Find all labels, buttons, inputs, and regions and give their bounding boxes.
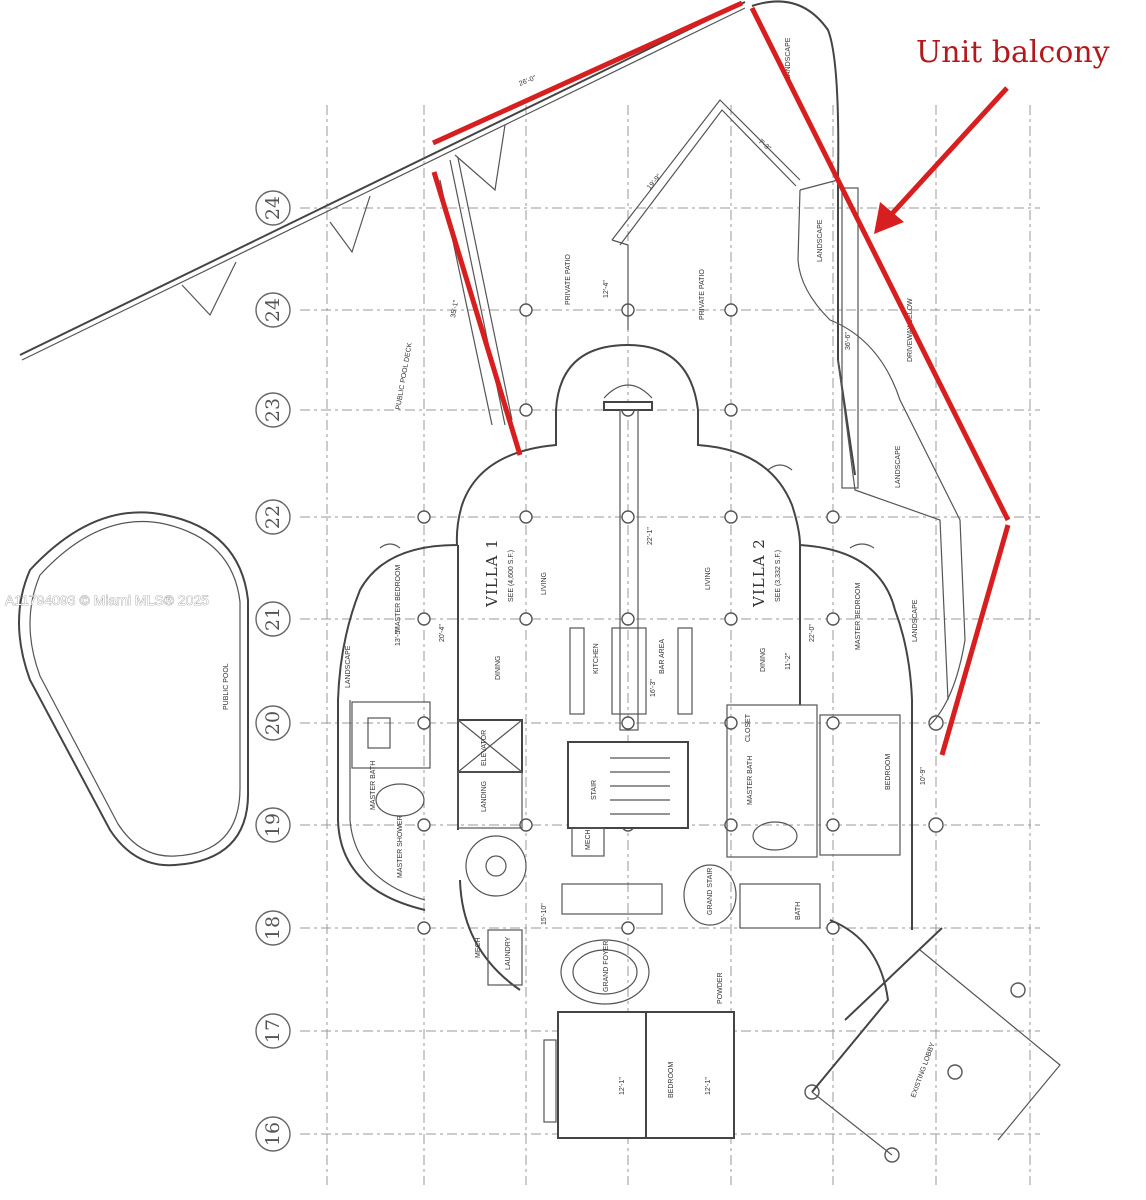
svg-text:22'-1": 22'-1" [647,527,654,545]
svg-text:17: 17 [262,1019,284,1043]
grid-bubble-17: 17 [255,1013,291,1049]
balcony-line-left [431,171,523,456]
svg-text:10'-9": 10'-9" [920,767,927,785]
structural-columns [417,303,1026,1163]
balcony-markup [431,0,1011,756]
svg-text:22: 22 [262,505,284,529]
bedroom-right-label: BEDROOM [885,754,892,790]
svg-text:12'-1": 12'-1" [705,1077,712,1095]
grid-bubble-16: 16 [255,1116,291,1152]
public-pool-label: PUBLIC POOL [223,663,230,710]
balcony-line-top [431,0,744,146]
closet-label: CLOSET [745,713,752,742]
villa-2-title: VILLA 2 [750,538,768,608]
existing-lobby-label: EXISTING LOBBY [910,1042,937,1099]
powder-label: POWDER [717,973,724,1005]
grid-bubble-22: 22 [255,499,291,535]
landscape-2-label: LANDSCAPE [895,445,902,488]
balcony-line-right [749,6,1011,522]
svg-text:18: 18 [262,916,284,940]
grid-lines [300,105,1040,1185]
laundry-mech-label: MECH [475,937,482,958]
grid-bubble-23: 23 [255,392,291,428]
dim-patio-d: 12'-4" [603,280,610,298]
pool-deck-edge: PUBLIC POOL DECK [19,1,746,410]
landscape-right: LANDSCAPE LANDSCAPE LANDSCAPE LANDSCAPE … [751,0,966,726]
grid-bubble-20: 20 [255,705,291,741]
villa-1: VILLA 1 SEE (4,600 S.F.) [483,538,515,608]
mls-watermark: A11794093 © Miami MLS® 2025 [5,592,209,608]
dimensions: 22'-1" 20'-4" 22'-0" 15'-10" 11'-2" 16'-… [395,527,927,1095]
svg-text:13'-5": 13'-5" [395,628,402,646]
dim-right-span: 36'-6" [845,332,852,350]
svg-text:16'-3": 16'-3" [650,679,657,697]
landing-label: LANDING [481,781,488,812]
elevator-label: ELEVATOR [481,730,488,766]
dim-top-span: 26'-0" [518,74,538,87]
svg-text:19: 19 [262,813,284,837]
svg-text:24: 24 [262,196,284,220]
public-pool-deck-label: PUBLIC POOL DECK [395,342,414,410]
grid-bubble-21: 21 [255,601,291,637]
living-1-label: LIVING [541,572,548,595]
master-bath-1-label: MASTER BATH [370,761,377,810]
svg-text:12'-1": 12'-1" [619,1077,626,1095]
master-shower-label: MASTER SHOWER [397,815,404,878]
grid-bubble-18: 18 [255,910,291,946]
grid-bubble-24b: 24 [255,292,291,328]
building-outline [337,343,913,991]
landscape-1-label: LANDSCAPE [817,219,824,262]
grand-foyer-label: GRAND FOYER [603,941,610,992]
villa-1-title: VILLA 1 [483,538,501,608]
living-2-label: LIVING [705,567,712,590]
laundry-label: LAUNDRY [505,936,512,970]
grid-bubble-24a: 24 [255,190,291,226]
grid-bubble-19: 19 [255,807,291,843]
svg-text:21: 21 [262,607,284,631]
public-pool: PUBLIC POOL [18,511,250,867]
svg-text:22'-0": 22'-0" [809,624,816,642]
mech-label: MECH [585,829,592,850]
bar-label: BAR AREA [659,639,666,674]
bath-label: BATH [795,902,802,920]
kitchen-label: KITCHEN [593,643,600,674]
master-bedroom-2-label: MASTER BEDROOM [855,583,862,650]
balcony-line-lower-right [939,524,1011,756]
dining-1-label: DINING [495,656,502,681]
dim-left-span: 35'-1" [450,299,460,318]
svg-text:24: 24 [262,298,284,322]
master-bath-2-label: MASTER BATH [747,756,754,805]
landscape-left-label: LANDSCAPE [345,645,352,688]
unit-balcony-annotation: Unit balcony [916,35,1110,70]
svg-text:16: 16 [262,1122,284,1146]
interior-rooms: LIVING LIVING DINING DINING KITCHEN BAR … [345,545,901,1139]
private-patio-1-label: PRIVATE PATIO [565,254,572,305]
svg-text:15'-10": 15'-10" [541,903,548,925]
private-patio-2-label: PRIVATE PATIO [699,269,706,320]
villa-2: VILLA 2 SEE (3,332 S.F.) [750,538,782,608]
svg-text:20'-4": 20'-4" [439,624,446,642]
dim-patio-w: 19'-9" [646,173,663,192]
villa-2-area: SEE (3,332 S.F.) [775,550,782,602]
annotation-arrow [874,86,1009,234]
svg-text:23: 23 [262,398,284,422]
landscape-top-label: LANDSCAPE [785,37,792,80]
grid-bubbles: 24 24 23 22 21 20 19 18 17 16 [255,190,291,1152]
master-bedroom-1-label: MASTER BEDROOM [395,565,402,632]
dining-2-label: DINING [760,648,767,673]
bedroom-2-label: BEDROOM [668,1062,675,1098]
stair-label: STAIR [591,780,598,800]
svg-text:11'-2": 11'-2" [785,652,792,670]
grand-stair-label: GRAND STAIR [707,868,714,915]
landscape-3-label: LANDSCAPE [912,599,919,642]
svg-text:20: 20 [262,711,284,735]
villa-1-area: SEE (4,600 S.F.) [508,550,515,602]
